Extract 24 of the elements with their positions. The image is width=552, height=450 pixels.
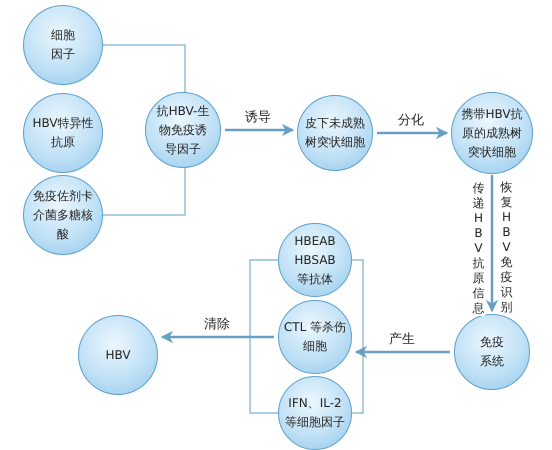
node-text: IFN、IL-2 等细胞因子 bbox=[284, 395, 346, 431]
arrow bbox=[354, 346, 450, 358]
connector-line bbox=[103, 44, 186, 92]
arrow bbox=[160, 330, 274, 344]
edge-label: 清除 bbox=[204, 315, 230, 333]
node-text: 抗HBV-生物免疫诱导因子 bbox=[156, 102, 210, 158]
edge-label: 产生 bbox=[389, 330, 415, 348]
arrow bbox=[225, 124, 294, 136]
connector-line bbox=[103, 168, 186, 216]
node-text: HBV bbox=[104, 346, 132, 364]
edge-label: 诱导 bbox=[245, 108, 271, 126]
node-text: 细胞因子 bbox=[50, 27, 76, 63]
edge-label: 分化 bbox=[398, 111, 424, 129]
arrow bbox=[486, 175, 498, 312]
node-text: CTL 等杀伤细胞 bbox=[282, 319, 348, 355]
node-text: 免疫系统 bbox=[479, 334, 505, 370]
arrow bbox=[377, 126, 448, 140]
node-text: 携带HBV抗原的成熟树突状细胞 bbox=[460, 106, 524, 160]
vertical-label: 传递HBV抗原信息 bbox=[472, 181, 485, 316]
node-text: 免疫佐剂卡介菌多糖核酸 bbox=[32, 188, 94, 242]
node-text: 皮下未成熟树突状细胞 bbox=[304, 115, 366, 151]
vertical-label: 恢复HBV免疫识别 bbox=[500, 180, 513, 315]
node-text: HBEAB HBSAB 等抗体 bbox=[293, 232, 337, 288]
node-text: HBV特异性抗原 bbox=[32, 115, 94, 151]
